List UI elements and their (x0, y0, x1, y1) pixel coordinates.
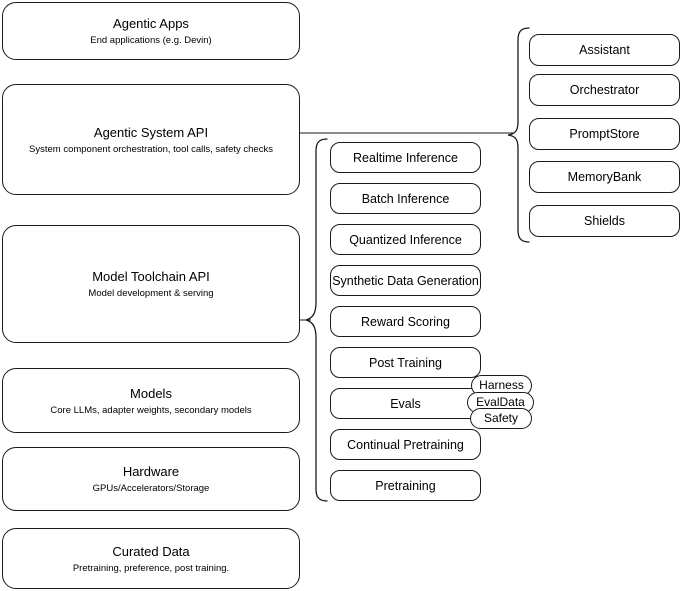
capability-evals[interactable]: Evals (330, 388, 481, 419)
capability-label: Batch Inference (361, 191, 450, 206)
system-component-assistant[interactable]: Assistant (529, 34, 680, 66)
stack-layer-subtitle: Pretraining, preference, post training. (72, 562, 230, 574)
capability-post-training[interactable]: Post Training (330, 347, 481, 378)
stack-layer-title: Models (130, 385, 172, 401)
system-components-brace-icon (507, 27, 530, 243)
system-component-label: MemoryBank (567, 170, 642, 184)
system-component-label: Shields (584, 214, 625, 228)
system-component-label: Assistant (579, 43, 630, 57)
stack-layer-model-toolchain-api[interactable]: Model Toolchain API Model development & … (2, 225, 300, 343)
system-component-orchestrator[interactable]: Orchestrator (529, 74, 680, 106)
capability-label: Post Training (369, 355, 442, 370)
toolchain-brace-icon (303, 138, 328, 502)
stack-layer-hardware[interactable]: Hardware GPUs/Accelerators/Storage (2, 447, 300, 511)
capability-label: Pretraining (375, 478, 436, 493)
eval-subcomponent-label: EvalData (476, 395, 525, 409)
capability-batch-inference[interactable]: Batch Inference (330, 183, 481, 214)
stack-layer-subtitle: System component orchestration, tool cal… (29, 143, 273, 155)
capability-pretraining[interactable]: Pretraining (330, 470, 481, 501)
eval-subcomponent-safety[interactable]: Safety (470, 408, 532, 429)
stack-layer-title: Curated Data (112, 543, 190, 559)
capability-quantized-inference[interactable]: Quantized Inference (330, 224, 481, 255)
stack-layer-title: Agentic System API (93, 124, 209, 140)
stack-layer-title: Model Toolchain API (92, 269, 210, 284)
capability-label: Quantized Inference (349, 232, 462, 247)
stack-layer-models[interactable]: Models Core LLMs, adapter weights, secon… (2, 368, 300, 433)
capability-label: Synthetic Data Generation (332, 273, 479, 288)
stack-layer-agentic-apps[interactable]: Agentic Apps End applications (e.g. Devi… (2, 2, 300, 60)
capability-label: Continual Pretraining (347, 437, 464, 452)
stack-layer-subtitle: Core LLMs, adapter weights, secondary mo… (50, 404, 252, 416)
system-component-label: PromptStore (569, 127, 640, 141)
stack-layer-subtitle: Model development & serving (88, 288, 214, 299)
stack-layer-curated-data[interactable]: Curated Data Pretraining, preference, po… (2, 528, 300, 589)
stack-layer-title: Hardware (122, 464, 180, 479)
capability-reward-scoring[interactable]: Reward Scoring (330, 306, 481, 337)
stack-layer-subtitle: End applications (e.g. Devin) (90, 35, 212, 46)
capability-realtime-inference[interactable]: Realtime Inference (330, 142, 481, 173)
eval-subcomponent-label: Harness (479, 378, 524, 392)
capability-label: Reward Scoring (361, 314, 450, 329)
system-component-promptstore[interactable]: PromptStore (529, 118, 680, 150)
system-component-memorybank[interactable]: MemoryBank (529, 161, 680, 193)
system-component-label: Orchestrator (569, 83, 640, 97)
capability-label: Realtime Inference (353, 150, 458, 165)
capability-continual-pretraining[interactable]: Continual Pretraining (330, 429, 481, 460)
capability-synthetic-data-generation[interactable]: Synthetic Data Generation (330, 265, 481, 296)
capability-label: Evals (390, 396, 421, 411)
stack-layer-agentic-system-api[interactable]: Agentic System API System component orch… (2, 84, 300, 195)
system-component-shields[interactable]: Shields (529, 205, 680, 237)
eval-subcomponent-label: Safety (483, 411, 519, 425)
stack-layer-title: Agentic Apps (113, 16, 189, 31)
stack-layer-subtitle: GPUs/Accelerators/Storage (92, 483, 210, 494)
